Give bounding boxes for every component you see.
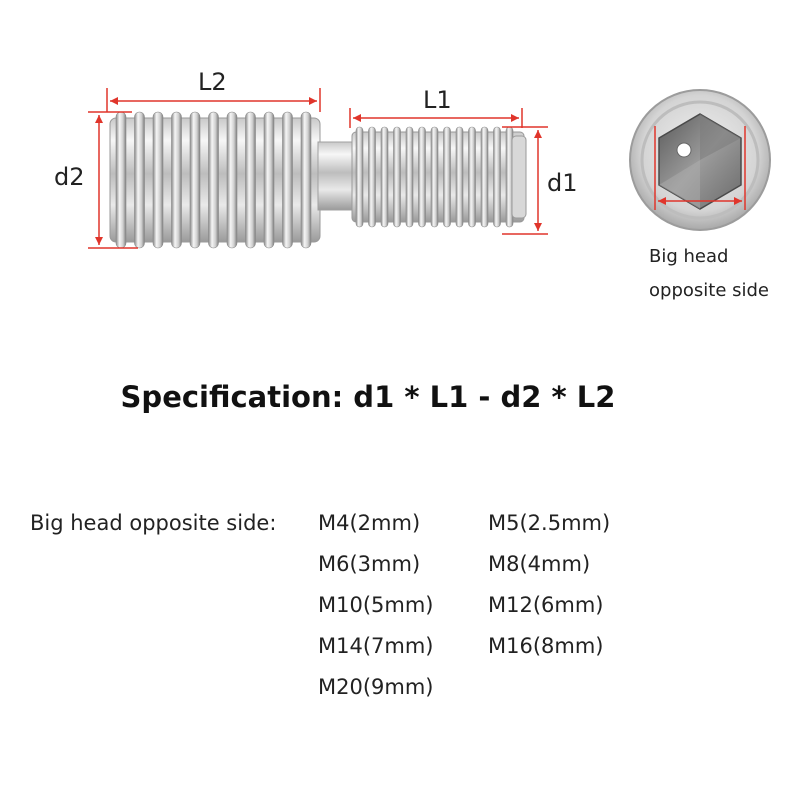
- size-item: M5(2.5mm): [488, 511, 611, 535]
- l1-label: L1: [423, 86, 452, 114]
- thread-crest: [468, 126, 476, 228]
- small-thread-section: [351, 126, 527, 228]
- big-thread-section: [109, 111, 321, 249]
- thread-crest: [368, 126, 376, 228]
- head-note-line-2: opposite side: [649, 280, 769, 301]
- thread-crest: [152, 111, 164, 249]
- sizes-list: M4(2mm) M5(2.5mm) M6(3mm) M8(4mm) M10(5m…: [318, 511, 678, 716]
- screw-neck: [317, 141, 355, 211]
- thread-crest: [208, 111, 219, 249]
- thread-crest: [245, 111, 256, 249]
- d2-label: d2: [54, 163, 85, 191]
- thread-crest: [405, 126, 414, 228]
- thread-crest: [443, 126, 451, 228]
- thread-crest: [282, 111, 293, 249]
- size-item: M10(5mm): [318, 593, 434, 617]
- thread-crest: [171, 111, 182, 249]
- d2-dimension: [88, 111, 138, 249]
- thread-crest: [189, 111, 201, 249]
- size-item: M20(9mm): [318, 675, 434, 699]
- thread-crest: [226, 111, 238, 249]
- size-item: M12(6mm): [488, 593, 604, 617]
- head-note-line-1: Big head: [649, 246, 729, 267]
- thread-crest: [115, 111, 127, 249]
- thread-crest: [355, 126, 364, 228]
- thread-crest: [300, 111, 312, 249]
- hex-width-dimension: [654, 126, 746, 210]
- thread-crest: [418, 126, 426, 228]
- thread-crest: [380, 126, 389, 228]
- size-item: M4(2mm): [318, 511, 421, 535]
- thread-crest: [263, 111, 275, 249]
- screw-head-end-view: [629, 89, 771, 231]
- specification-title: Specification: d1 * L1 - d2 * L2: [120, 380, 616, 414]
- thread-crest: [455, 126, 464, 228]
- l1-dimension: [349, 108, 523, 128]
- l2-dimension: [106, 88, 321, 112]
- screw-diagram: [88, 88, 771, 249]
- size-item: M16(8mm): [488, 634, 604, 658]
- thread-crest: [493, 126, 501, 228]
- size-item: M6(3mm): [318, 552, 421, 576]
- d1-label: d1: [547, 169, 578, 197]
- d1-dimension: [502, 126, 548, 235]
- thread-crest: [480, 126, 489, 228]
- size-item: M8(4mm): [488, 552, 591, 576]
- size-item: M14(7mm): [318, 634, 434, 658]
- l2-label: L2: [198, 68, 227, 96]
- thread-crest: [134, 111, 145, 249]
- head-note: Big head opposite side: [649, 240, 769, 308]
- sizes-label: Big head opposite side:: [30, 511, 277, 535]
- thread-crest: [430, 126, 439, 228]
- thread-crest: [393, 126, 401, 228]
